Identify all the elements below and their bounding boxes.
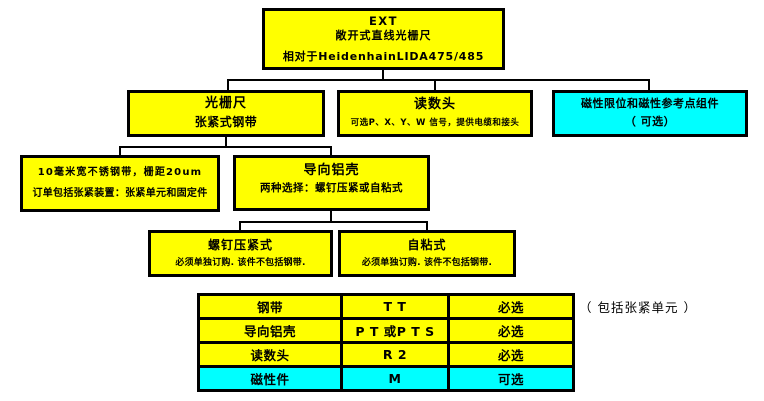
table-cell: T T [340,293,450,320]
connector-drop-scale [227,79,229,90]
table-cell: 读数头 [197,341,343,368]
connector-drop-steelband [119,146,121,155]
table-row: 导向铝壳 P T 或P T S 必选 [197,317,575,344]
connector-drop-screw [239,221,241,230]
table-cell: 必选 [447,293,575,320]
magnetic-title: 磁性限位和磁性参考点组件 [581,97,719,111]
table-cell: 钢带 [197,293,343,320]
table-side-note: （ 包括张紧单元 ） [579,300,697,315]
scale-subtitle: 张紧式钢带 [194,115,258,130]
box-ext-root: EXT 敞开式直线光栅尺 相对于HeidenhainLIDA475/485 [262,8,505,70]
table-cell: M [340,365,450,392]
box-steel-band: 10毫米宽不锈钢带，栅距20um 订单包括张紧装置：张紧单元和固定件 [20,155,220,212]
box-housing: 导向铝壳 两种选择：螺钉压紧或自粘式 [233,155,430,211]
screw-clamp-subtitle: 必须单独订购. 该件不包括钢带. [175,258,306,269]
table-row: 读数头 R 2 必选 [197,341,575,368]
connector-drop-readhead [434,79,436,90]
ordering-spec-table: 钢带 T T 必选 导向铝壳 P T 或P T S 必选 读数头 R 2 必选 … [197,293,575,392]
connector-root-drop [382,70,384,80]
connector-drop-adhesive [426,221,428,230]
table-cell: P T 或P T S [340,317,450,344]
scale-title: 光栅尺 [204,96,247,112]
table-cell: 磁性件 [197,365,343,392]
connector-branch-3 [239,221,428,223]
steel-band-line1: 10毫米宽不锈钢带，栅距20um [37,167,203,179]
housing-subtitle: 两种选择：螺钉压紧或自粘式 [260,181,403,194]
ext-subtitle: 敞开式直线光栅尺 [335,29,432,43]
table-cell: 导向铝壳 [197,317,343,344]
table-cell: R 2 [340,341,450,368]
connector-branch-2 [119,146,332,148]
magnetic-subtitle: （ 可选） [624,115,676,129]
ext-title: EXT [368,14,399,28]
ext-reference-note: 相对于HeidenhainLIDA475/485 [282,50,485,64]
self-adhesive-title: 自粘式 [407,237,447,252]
readhead-subtitle: 可选P、X、Y、W 信号，提供电缆和接头 [350,117,520,128]
connector-housing-drop [330,211,332,223]
table-cell: 可选 [447,365,575,392]
readhead-title: 读数头 [413,97,456,113]
self-adhesive-subtitle: 必须单独订购. 该件不包括钢带. [361,258,493,269]
box-screw-clamp: 螺钉压紧式 必须单独订购. 该件不包括钢带. [148,230,333,277]
connector-drop-housing [330,146,332,155]
box-self-adhesive: 自粘式 必须单独订购. 该件不包括钢带. [338,230,516,277]
box-magnetic-option: 磁性限位和磁性参考点组件 （ 可选） [552,90,748,137]
table-cell: 必选 [447,341,575,368]
connector-branch-1 [227,79,650,81]
connector-drop-magnetic [648,79,650,90]
connector-scale-drop [225,137,227,148]
steel-band-line2: 订单包括张紧装置：张紧单元和固定件 [32,188,208,200]
table-row: 磁性件 M 可选 [197,365,575,392]
screw-clamp-title: 螺钉压紧式 [207,237,273,252]
table-row: 钢带 T T 必选 [197,293,575,320]
box-readhead: 读数头 可选P、X、Y、W 信号，提供电缆和接头 [337,90,533,137]
table-cell: 必选 [447,317,575,344]
box-scale: 光栅尺 张紧式钢带 [127,90,325,137]
housing-title: 导向铝壳 [303,163,360,178]
